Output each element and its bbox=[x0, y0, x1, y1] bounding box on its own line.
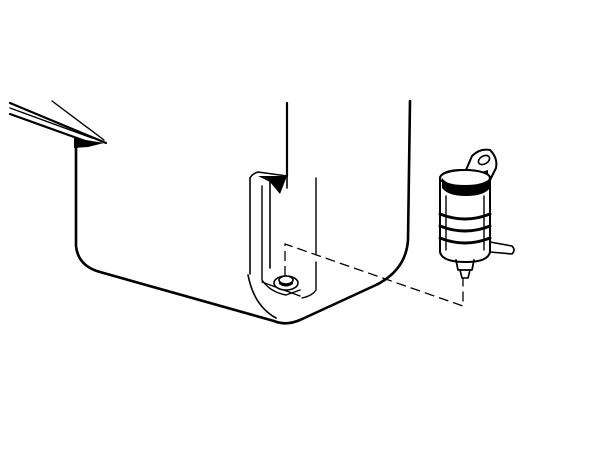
reservoir-tank bbox=[74, 99, 412, 325]
bracket-flange bbox=[8, 100, 108, 148]
washer-pump bbox=[438, 148, 515, 279]
installation-guide-line bbox=[284, 243, 464, 307]
mounting-grommet bbox=[273, 275, 299, 291]
pump-recess bbox=[249, 171, 317, 299]
